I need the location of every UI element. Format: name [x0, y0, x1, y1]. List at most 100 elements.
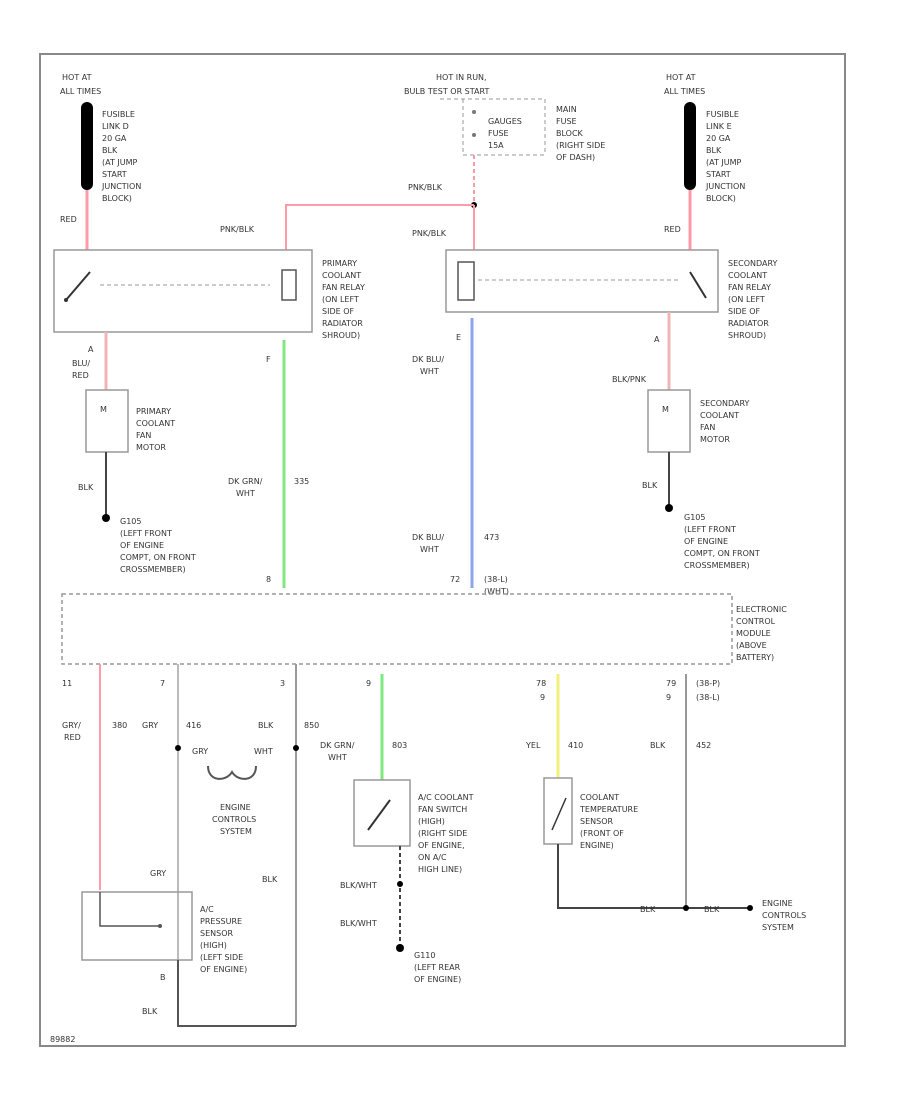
- svg-text:START: START: [102, 170, 127, 179]
- svg-text:(ABOVE: (ABOVE: [736, 641, 767, 650]
- svg-text:COOLANT: COOLANT: [136, 419, 175, 428]
- gry-label: GRY: [142, 721, 158, 730]
- svg-text:JUNCTION: JUNCTION: [101, 182, 141, 191]
- yel-label: YEL: [525, 741, 541, 750]
- primary-coolant-fan-relay: PRIMARY COOLANT FAN RELAY (ON LEFT SIDE …: [53, 249, 365, 340]
- wire-452: 79 9 (38-P) (38-L) BLK 452: [650, 674, 720, 911]
- hot-left-label: HOT AT: [62, 73, 92, 82]
- conn-p-label: (38-P): [696, 679, 720, 688]
- svg-text:COOLANT: COOLANT: [580, 793, 619, 802]
- svg-text:COOLANT: COOLANT: [700, 411, 739, 420]
- svg-text:SYSTEM: SYSTEM: [220, 827, 252, 836]
- svg-text:LINK E: LINK E: [706, 122, 732, 131]
- svg-text:(AT JUMP: (AT JUMP: [706, 158, 742, 167]
- svg-text:SIDE OF: SIDE OF: [322, 307, 354, 316]
- svg-text:ENGINE): ENGINE): [580, 841, 614, 850]
- svg-text:(LEFT SIDE: (LEFT SIDE: [200, 953, 243, 962]
- footer-code: 89882: [50, 1035, 75, 1044]
- wire-416: 7 GRY 416 GRY GRY: [142, 664, 208, 1026]
- left-power-source: HOT AT ALL TIMES RED FUSIBLE LINK D 20 G…: [60, 73, 141, 250]
- pin-78-label: 78: [536, 679, 546, 688]
- wire-473-label: 473: [484, 533, 499, 542]
- secondary-motor-text: SECONDARY COOLANT FAN MOTOR: [700, 399, 750, 444]
- hot-center-label-2: BULB TEST OR START: [404, 87, 489, 96]
- svg-text:RADIATOR: RADIATOR: [728, 319, 769, 328]
- svg-text:CROSSMEMBER): CROSSMEMBER): [120, 565, 186, 574]
- dk-blu-wht-b-label: DK BLU/: [412, 533, 444, 542]
- pnk-blk-left-label: PNK/BLK: [220, 225, 255, 234]
- blk-left-label: BLK: [78, 483, 94, 492]
- svg-text:SECONDARY: SECONDARY: [700, 399, 750, 408]
- svg-text:(WHT): (WHT): [484, 587, 509, 596]
- svg-text:M: M: [662, 405, 669, 414]
- svg-text:MODULE: MODULE: [736, 629, 771, 638]
- svg-text:(ON LEFT: (ON LEFT: [728, 295, 765, 304]
- svg-text:CONTROLS: CONTROLS: [212, 815, 256, 824]
- center-fuse-source: HOT IN RUN, BULB TEST OR START GAUGES FU…: [220, 73, 605, 250]
- svg-text:OF DASH): OF DASH): [556, 153, 595, 162]
- svg-text:WHT: WHT: [420, 545, 439, 554]
- svg-text:(LEFT FRONT: (LEFT FRONT: [684, 525, 736, 534]
- wht-label: WHT: [254, 747, 273, 756]
- svg-text:FAN: FAN: [700, 423, 715, 432]
- svg-text:(AT JUMP: (AT JUMP: [102, 158, 138, 167]
- wire-380: 11 GRY/ RED 380: [62, 664, 127, 890]
- svg-text:OF ENGINE: OF ENGINE: [120, 541, 164, 550]
- pin-7-label: 7: [160, 679, 165, 688]
- svg-text:15A: 15A: [488, 141, 504, 150]
- svg-text:SHROUD): SHROUD): [322, 331, 360, 340]
- pin-9c-label: 9: [666, 693, 671, 702]
- engine-controls-system-1: ENGINE CONTROLS SYSTEM: [207, 765, 257, 836]
- pin-8-label: 8: [266, 575, 271, 584]
- svg-text:WHT: WHT: [236, 489, 255, 498]
- blk-4-label: BLK: [640, 905, 656, 914]
- ground-left-text: G105 (LEFT FRONT OF ENGINE COMPT, ON FRO…: [120, 517, 196, 574]
- svg-text:JUNCTION: JUNCTION: [705, 182, 745, 191]
- blk-pnk-label: BLK/PNK: [612, 375, 647, 384]
- pin-b-label: B: [160, 973, 166, 982]
- svg-text:G110: G110: [414, 951, 435, 960]
- svg-text:20 GA: 20 GA: [102, 134, 127, 143]
- svg-text:G105: G105: [684, 513, 705, 522]
- pin-a2-label: A: [654, 335, 660, 344]
- svg-text:OF ENGINE,: OF ENGINE,: [418, 841, 465, 850]
- fusible-left-text: FUSIBLE LINK D 20 GA BLK (AT JUMP START …: [101, 110, 141, 203]
- secondary-relay-text: SECONDARY COOLANT FAN RELAY (ON LEFT SID…: [728, 259, 778, 340]
- svg-text:WHT: WHT: [328, 753, 347, 762]
- svg-text:BLOCK): BLOCK): [706, 194, 736, 203]
- svg-text:BLOCK): BLOCK): [102, 194, 132, 203]
- svg-text:FAN: FAN: [136, 431, 151, 440]
- svg-text:CONTROLS: CONTROLS: [762, 911, 806, 920]
- svg-text:A/C COOLANT: A/C COOLANT: [418, 793, 474, 802]
- dk-blu-wht-a-label: DK BLU/: [412, 355, 444, 364]
- svg-text:CROSSMEMBER): CROSSMEMBER): [684, 561, 750, 570]
- pnk-blk-top-label: PNK/BLK: [408, 183, 443, 192]
- svg-text:LINK D: LINK D: [102, 122, 129, 131]
- fusible-link-e: [684, 102, 696, 190]
- fusible-right-text: FUSIBLE LINK E 20 GA BLK (AT JUMP START …: [705, 110, 745, 203]
- wire-335: F DK GRN/ WHT 335 8: [228, 340, 309, 588]
- svg-text:FUSIBLE: FUSIBLE: [706, 110, 739, 119]
- svg-text:FUSE: FUSE: [556, 117, 577, 126]
- ecm-conn-label: (38-L): [484, 575, 508, 584]
- pin-79-label: 79: [666, 679, 676, 688]
- gauges-fuse-text: GAUGES FUSE 15A: [488, 117, 522, 150]
- svg-text:(LEFT FRONT: (LEFT FRONT: [120, 529, 172, 538]
- ecm-text: ELECTRONIC CONTROL MODULE (ABOVE BATTERY…: [736, 605, 787, 662]
- svg-text:ENGINE: ENGINE: [220, 803, 251, 812]
- svg-text:G105: G105: [120, 517, 141, 526]
- secondary-coolant-fan-motor: A BLK/PNK M SECONDARY COOLANT FAN MOTOR …: [612, 312, 760, 570]
- pin-9b-label: 9: [540, 693, 545, 702]
- svg-text:RED: RED: [64, 733, 81, 742]
- svg-text:FAN RELAY: FAN RELAY: [728, 283, 771, 292]
- svg-text:PRIMARY: PRIMARY: [136, 407, 171, 416]
- blk-right-label: BLK: [642, 481, 658, 490]
- wire-410-label: 410: [568, 741, 583, 750]
- svg-text:FUSE: FUSE: [488, 129, 509, 138]
- coolant-temperature-sensor: 78 9 YEL 410 COOLANT TEMPERATURE SENSOR …: [525, 674, 753, 914]
- blk-bottom-label: BLK: [142, 1007, 158, 1016]
- svg-text:COOLANT: COOLANT: [728, 271, 767, 280]
- svg-text:RADIATOR: RADIATOR: [322, 319, 363, 328]
- conn-l-label: (38-L): [696, 693, 720, 702]
